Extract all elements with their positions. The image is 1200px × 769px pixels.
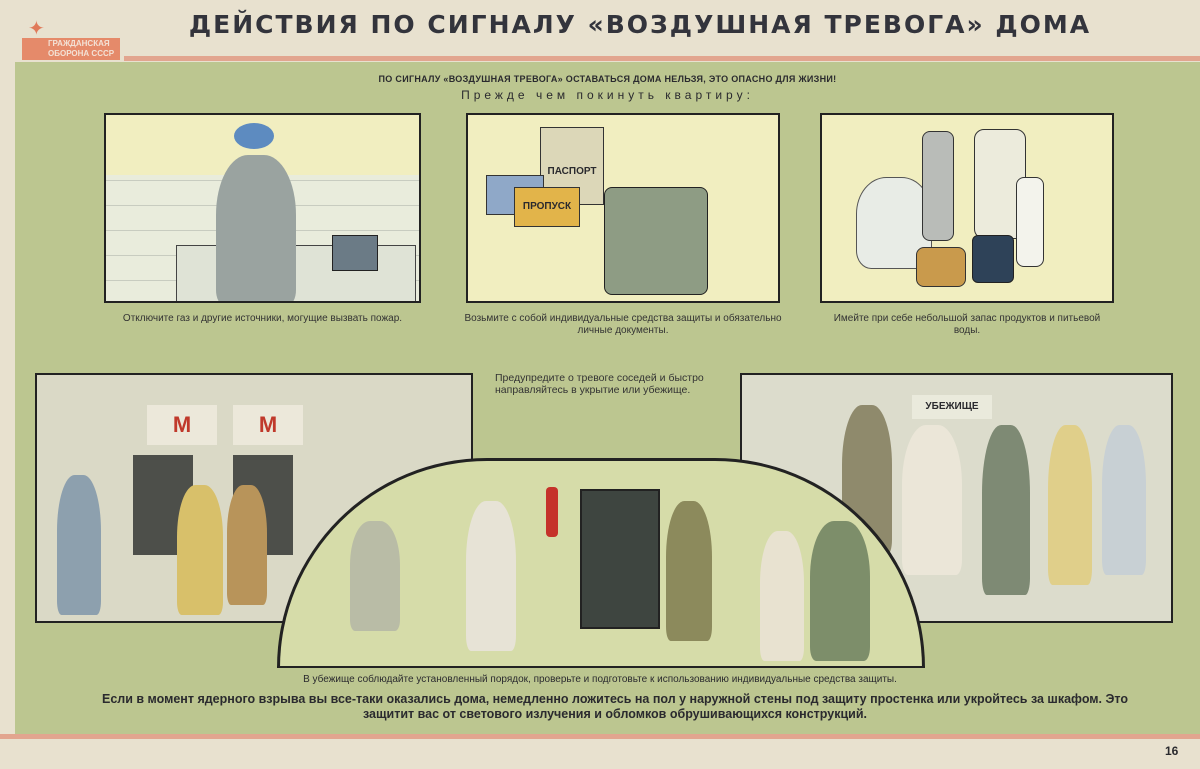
panel-turn-off-gas bbox=[104, 113, 421, 303]
pass: ПРОПУСК bbox=[514, 187, 580, 227]
person-figure bbox=[760, 531, 804, 661]
poster-title: ДЕЙСТВИЯ ПО СИГНАЛУ «ВОЗДУШНАЯ ТРЕВОГА» … bbox=[188, 10, 1092, 39]
pot bbox=[332, 235, 378, 271]
milk-bottle bbox=[1016, 177, 1044, 267]
page-number: 16 bbox=[1165, 744, 1179, 758]
panel-caption: Имейте при себе небольшой запас продукто… bbox=[833, 313, 1101, 336]
thermos bbox=[922, 131, 954, 241]
person-figure bbox=[227, 485, 267, 605]
warning-text: ПО СИГНАЛУ «ВОЗДУШНАЯ ТРЕВОГА» ОСТАВАТЬС… bbox=[378, 74, 837, 84]
bottom-divider bbox=[0, 734, 1200, 739]
metro-sign: М bbox=[233, 405, 303, 445]
panel-caption: Возьмите с собой индивидуальные средства… bbox=[464, 313, 782, 336]
soldier-figure bbox=[666, 501, 712, 641]
shelter-door bbox=[580, 489, 660, 629]
civil-defense-logo: ГРАЖДАНСКАЯ ОБОРОНА СССР bbox=[22, 38, 120, 60]
panel-food-water bbox=[820, 113, 1114, 303]
beret bbox=[234, 123, 274, 149]
tin-can bbox=[916, 247, 966, 287]
person-figure bbox=[466, 501, 516, 651]
jar bbox=[972, 235, 1014, 283]
star-icon: ✦ bbox=[28, 18, 45, 40]
woman-figure bbox=[216, 155, 296, 301]
person-figure bbox=[1048, 425, 1092, 585]
panel-documents: ПАСПОРТ ПРОПУСК bbox=[466, 113, 780, 303]
nuclear-advice: Если в момент ядерного взрыва вы все-так… bbox=[102, 692, 1128, 721]
warn-neighbors-caption: Предупредите о тревоге соседей и быстро … bbox=[495, 372, 704, 396]
person-figure bbox=[57, 475, 101, 615]
person-figure bbox=[810, 521, 870, 661]
fire-extinguisher bbox=[546, 487, 558, 537]
person-figure bbox=[982, 425, 1030, 595]
stove bbox=[176, 245, 416, 301]
person-figure bbox=[177, 485, 223, 615]
shelter-interior-illustration bbox=[277, 458, 925, 668]
gas-mask-bag bbox=[604, 187, 708, 295]
shelter-sign: УБЕЖИЩЕ bbox=[912, 395, 992, 419]
top-divider bbox=[124, 56, 1200, 61]
panel-caption: Отключите газ и другие источники, могущи… bbox=[122, 313, 403, 324]
person-figure bbox=[902, 425, 962, 575]
metro-sign: М bbox=[147, 405, 217, 445]
before-leaving-heading: Прежде чем покинуть квартиру: bbox=[461, 88, 754, 102]
person-figure bbox=[1102, 425, 1146, 575]
shelter-rule: В убежище соблюдайте установленный поряд… bbox=[303, 674, 897, 685]
person-figure bbox=[350, 521, 400, 631]
